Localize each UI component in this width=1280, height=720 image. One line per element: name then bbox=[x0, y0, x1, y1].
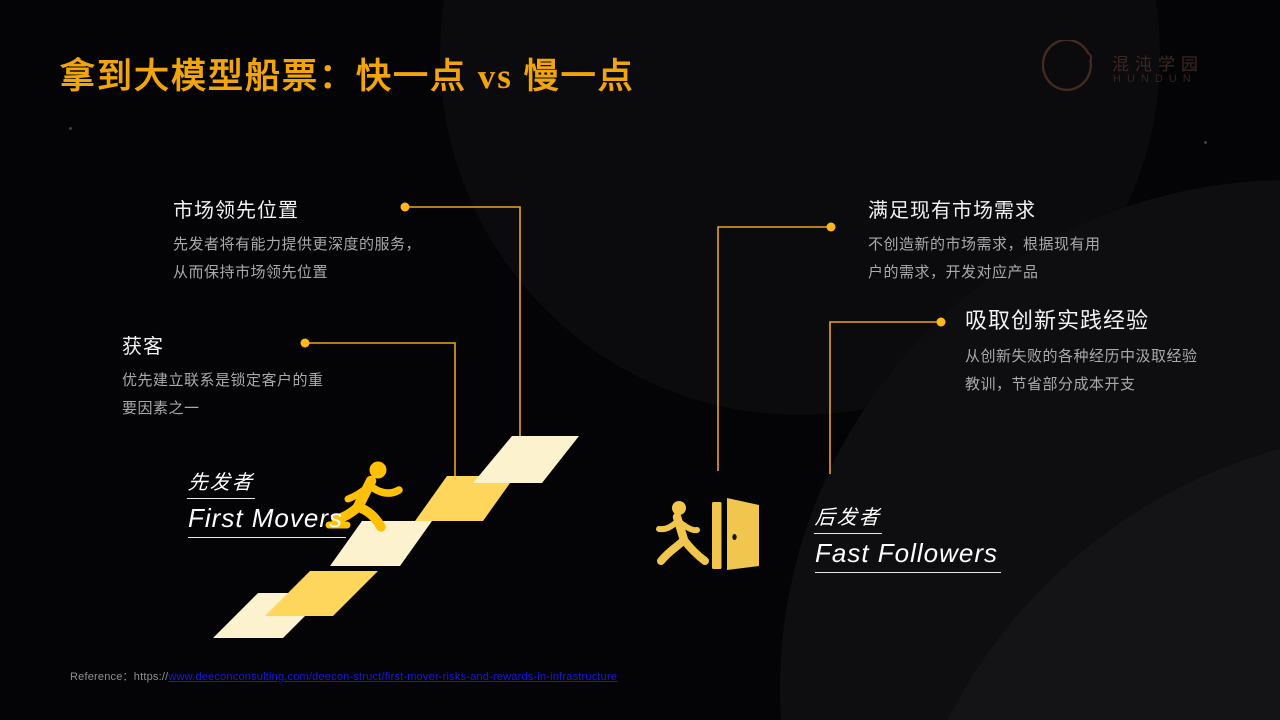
runner-icon bbox=[325, 461, 403, 532]
stairs-graphic bbox=[213, 436, 579, 638]
stair-step bbox=[415, 476, 515, 521]
hundun-logo: 混沌学园 HUNDUN bbox=[1041, 38, 1242, 104]
reference-link[interactable]: www.deeconconsulting.com/deecon-struct/f… bbox=[168, 671, 618, 683]
block-heading: 满足现有市场需求 bbox=[868, 200, 1036, 222]
connector-acquisition bbox=[300, 338, 456, 494]
block-heading: 吸取创新实践经验 bbox=[965, 308, 1150, 333]
label-first-movers: 先发者 First Movers bbox=[186, 466, 346, 538]
block-body-line: 教训，节省部分成本开支 bbox=[965, 377, 1136, 393]
label-first-movers-en: First Movers bbox=[188, 503, 346, 538]
stair-step bbox=[265, 571, 378, 616]
connector-dot bbox=[826, 222, 836, 232]
block-body-line: 优先建立联系是锁定客户的重 bbox=[122, 373, 324, 389]
deco-dot-right bbox=[1204, 141, 1207, 144]
block-body-line: 先发者将有能力提供更深度的服务， bbox=[173, 237, 422, 253]
connector-lessons bbox=[829, 317, 946, 474]
block-body-line: 不创造新的市场需求，根据现有用 bbox=[868, 237, 1101, 253]
door-knob bbox=[732, 534, 737, 540]
page-title: 拿到大模型船票：快一点 vs 慢一点 bbox=[60, 57, 635, 96]
deco-dot-left bbox=[69, 127, 72, 130]
connector-dot bbox=[400, 202, 410, 212]
reference-prefix: Reference：https:// bbox=[70, 671, 169, 683]
block-body-line: 从而保持市场领先位置 bbox=[173, 265, 329, 281]
block-existing-demand: 满足现有市场需求 不创造新的市场需求，根据现有用 户的需求，开发对应产品 bbox=[868, 194, 1101, 287]
label-fast-followers: 后发者 Fast Followers bbox=[813, 501, 1002, 573]
logo-text-en: HUNDUN bbox=[1113, 73, 1197, 85]
stair-step bbox=[330, 521, 432, 566]
block-market-position: 市场领先位置 先发者将有能力提供更深度的服务， 从而保持市场领先位置 bbox=[173, 194, 421, 287]
block-acquisition: 获客 优先建立联系是锁定客户的重 要因素之一 bbox=[122, 330, 324, 423]
logo-text-cn: 混沌学园 bbox=[1112, 55, 1204, 74]
connector-market-position bbox=[400, 202, 521, 452]
label-fast-followers-cn: 后发者 bbox=[813, 501, 885, 534]
connector-dot bbox=[300, 338, 310, 348]
block-body-line: 从创新失败的各种经历中汲取经验 bbox=[965, 349, 1198, 365]
block-body-line: 户的需求，开发对应产品 bbox=[868, 265, 1039, 281]
block-heading: 市场领先位置 bbox=[173, 200, 299, 222]
connector-existing-demand bbox=[717, 222, 836, 471]
block-body-line: 要因素之一 bbox=[122, 401, 200, 417]
door-icon bbox=[712, 498, 759, 570]
label-first-movers-cn: 先发者 bbox=[186, 466, 258, 499]
block-heading: 获客 bbox=[122, 336, 164, 358]
enso-circle-icon bbox=[1041, 38, 1093, 91]
walker-icon bbox=[656, 501, 709, 565]
block-lessons: 吸取创新实践经验 从创新失败的各种经历中汲取经验 教训，节省部分成本开支 bbox=[965, 303, 1198, 399]
connector-dot bbox=[936, 317, 946, 327]
label-fast-followers-en: Fast Followers bbox=[815, 538, 1002, 573]
reference-line: Reference：https://www.deeconconsulting.c… bbox=[70, 668, 617, 684]
stair-step bbox=[473, 436, 579, 483]
